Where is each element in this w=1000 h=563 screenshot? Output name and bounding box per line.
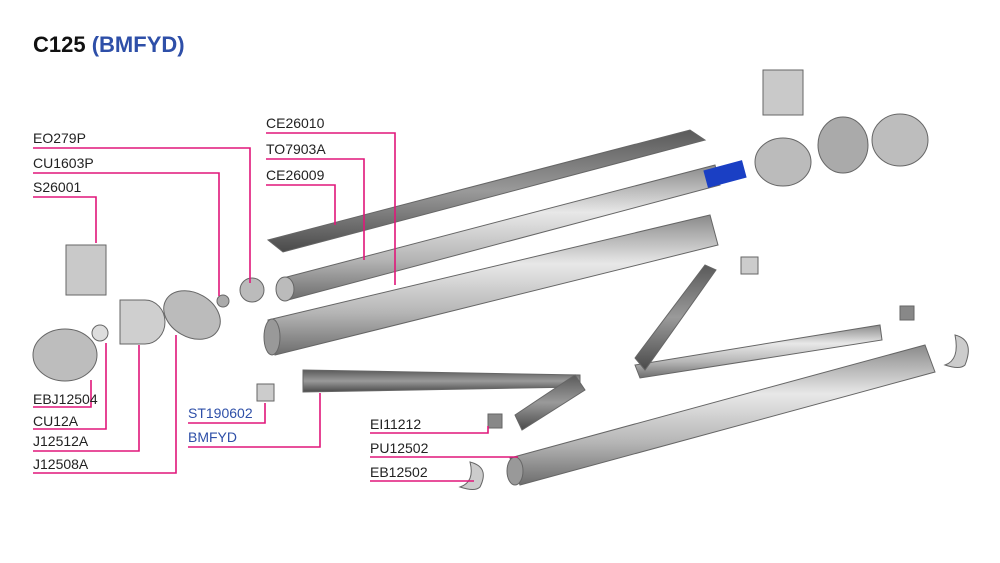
cover-profile-ce26009 bbox=[266, 129, 707, 253]
label-cu1603p: CU1603P bbox=[33, 155, 94, 171]
gear-plate-right bbox=[754, 116, 869, 187]
label-cu12a: CU12A bbox=[33, 413, 79, 429]
page-title: C125 (BMFYD) bbox=[33, 32, 185, 58]
plate-j12512a bbox=[119, 299, 166, 345]
label-st190602: ST190602 bbox=[188, 405, 253, 421]
label-j12512a: J12512A bbox=[33, 433, 89, 449]
label-ce26010: CE26010 bbox=[266, 115, 325, 131]
roller-tube-to7903a bbox=[275, 164, 721, 302]
plug-eo279p bbox=[239, 277, 265, 303]
case-profile-ce26010 bbox=[263, 214, 719, 356]
label-j12508a: J12508A bbox=[33, 456, 89, 472]
label-to7903a: TO7903A bbox=[266, 141, 326, 157]
label-bmfyd: BMFYD bbox=[188, 429, 237, 445]
disc-cu12a bbox=[91, 324, 109, 342]
bracket-s26001 bbox=[65, 69, 804, 296]
support-st190602 bbox=[256, 256, 759, 402]
label-pu12502: PU12502 bbox=[370, 440, 429, 456]
leader-lines bbox=[33, 132, 518, 482]
product-code: C125 bbox=[33, 32, 86, 57]
gear-plate-j12508a bbox=[163, 290, 221, 340]
arm-bmfyd bbox=[302, 264, 883, 431]
end-cap-eb12502 bbox=[458, 334, 969, 490]
product-model: (BMFYD) bbox=[91, 32, 185, 57]
nut-cu1603p bbox=[216, 294, 230, 308]
end-cap-ebj12504 bbox=[32, 113, 929, 382]
label-ebj12504: EBJ12504 bbox=[33, 391, 98, 407]
label-s26001: S26001 bbox=[33, 179, 81, 195]
label-ce26009: CE26009 bbox=[266, 167, 325, 183]
motor bbox=[703, 160, 747, 188]
front-profile bbox=[506, 344, 936, 486]
label-eo279p: EO279P bbox=[33, 130, 86, 146]
insert-ei11212 bbox=[487, 305, 915, 429]
label-ei11212: EI11212 bbox=[370, 416, 421, 432]
label-eb12502: EB12502 bbox=[370, 464, 428, 480]
